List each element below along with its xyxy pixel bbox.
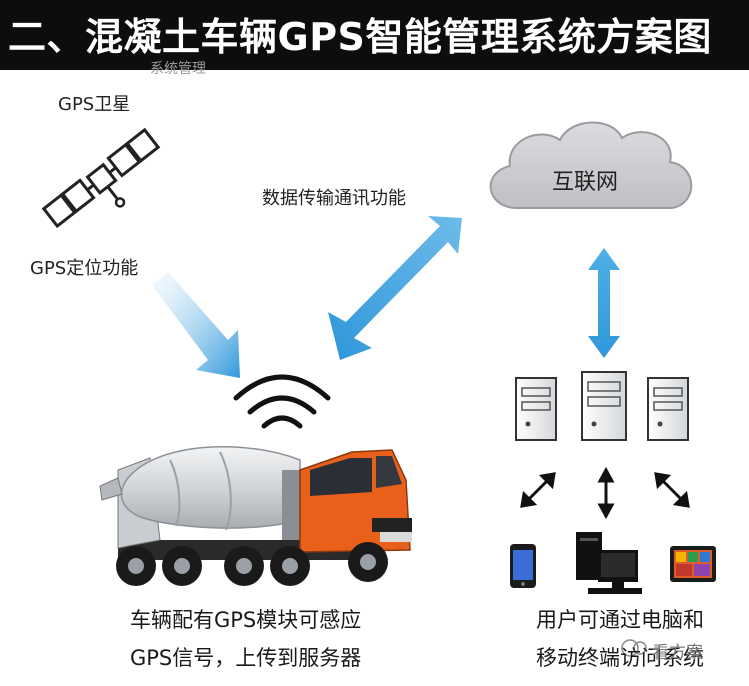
- mixer-truck-icon: [99, 445, 412, 586]
- watermark-text: 看方案: [652, 643, 703, 663]
- user-caption-line1: 用户可通过电脑和: [536, 608, 704, 632]
- desktop-icon: [576, 532, 642, 594]
- cloud-icon: [489, 121, 693, 209]
- gps-downlink-arrow: [152, 272, 240, 378]
- device-arrows: [520, 466, 690, 520]
- truck-caption-line2: GPS信号，上传到服务器: [130, 646, 362, 670]
- title-bar: 二、混凝土车辆GPS智能管理系统方案图: [0, 0, 749, 70]
- wifi-signal-icon: [233, 374, 331, 429]
- phone-icon: [510, 544, 536, 588]
- internet-label: 互联网: [552, 170, 619, 195]
- ghost-text: 系统管理: [150, 61, 206, 77]
- watermark-icon: [621, 639, 647, 657]
- data-transfer-arrow: [328, 216, 462, 360]
- data-transfer-label: 数据传输通讯功能: [262, 188, 406, 209]
- satellite-label: GPS卫星: [58, 94, 131, 115]
- truck-caption-line1: 车辆配有GPS模块可感应: [130, 608, 362, 632]
- server-icon: [515, 371, 689, 441]
- user-caption-line2: 移动终端访问系统: [536, 646, 704, 670]
- tablet-icon: [670, 546, 716, 582]
- gps-function-label: GPS定位功能: [30, 258, 139, 279]
- internet-server-arrow: [588, 248, 620, 358]
- satellite-icon: [41, 127, 161, 229]
- page-title: 二、混凝土车辆GPS智能管理系统方案图: [8, 15, 712, 59]
